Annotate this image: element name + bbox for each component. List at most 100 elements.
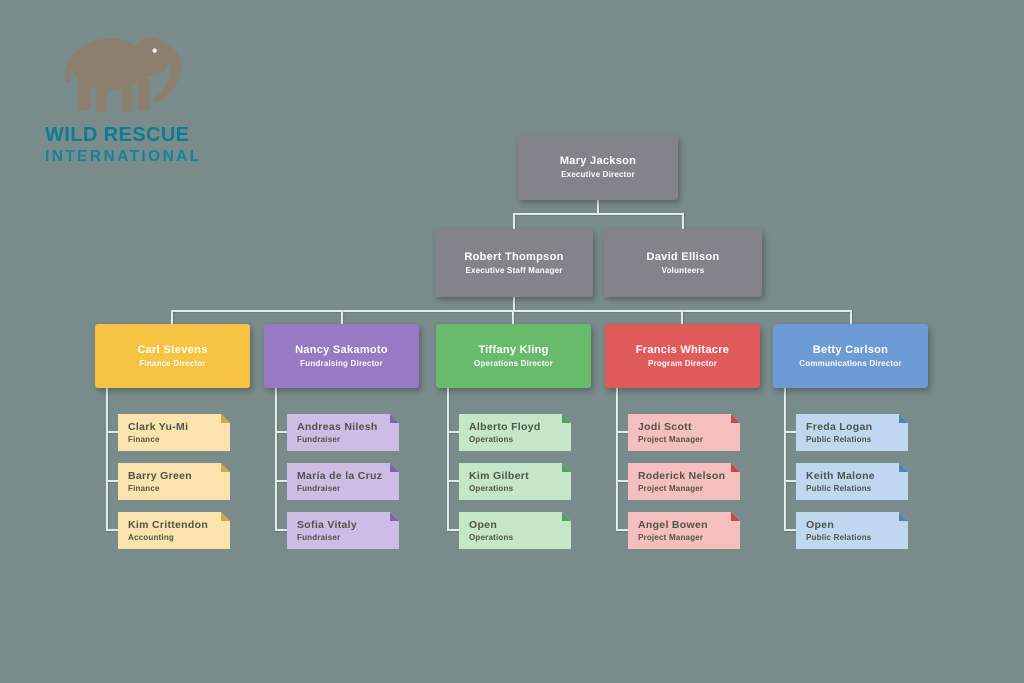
person-title: Public Relations [806, 483, 872, 493]
person-title: Executive Staff Manager [465, 265, 563, 275]
connector-line [275, 529, 288, 531]
department-group-operations: Tiffany Kling Operations Director Albert… [436, 324, 591, 556]
org-node-member[interactable]: Alberto Floyd Operations [459, 414, 571, 451]
org-node-director[interactable]: Carl Stevens Finance Director [95, 324, 250, 388]
person-name: Francis Whitacre [635, 343, 730, 356]
person-title: Finance [128, 434, 160, 444]
connector-line [275, 431, 288, 433]
person-title: Fundraiser [297, 532, 341, 542]
connector-line [682, 213, 684, 229]
org-node-director[interactable]: Tiffany Kling Operations Director [436, 324, 591, 388]
connector-line [850, 310, 852, 324]
person-name: Roderick Nelson [638, 469, 726, 482]
connector-line [681, 310, 683, 324]
connector-line [784, 388, 786, 531]
org-node-member[interactable]: Barry Green Finance [118, 463, 230, 500]
org-node-member[interactable]: Andreas Nilesh Fundraiser [287, 414, 399, 451]
org-node-member[interactable]: Kim Crittendon Accounting [118, 512, 230, 549]
person-name: Alberto Floyd [469, 420, 541, 433]
person-title: Public Relations [806, 434, 872, 444]
connector-line [106, 388, 108, 531]
person-name: Open [806, 518, 835, 531]
connector-line [447, 388, 449, 531]
org-node-member[interactable]: Clark Yu-Mi Finance [118, 414, 230, 451]
org-node-member[interactable]: Open Operations [459, 512, 571, 549]
connector-line [341, 310, 343, 324]
person-title: Operations [469, 532, 514, 542]
person-name: Andreas Nilesh [297, 420, 378, 433]
person-name: Nancy Sakamoto [295, 343, 388, 356]
connector-line [275, 480, 288, 482]
person-name: David Ellison [646, 250, 720, 263]
person-name: Tiffany Kling [478, 343, 549, 356]
org-node-member[interactable]: Roderick Nelson Project Manager [628, 463, 740, 500]
person-name: Open [469, 518, 498, 531]
department-group-communications: Betty Carlson Communications Director Fr… [773, 324, 928, 556]
connector-line [597, 200, 599, 214]
connector-line [616, 480, 629, 482]
org-node-member[interactable]: Open Public Relations [796, 512, 908, 549]
connector-line [447, 480, 460, 482]
person-title: Volunteers [661, 265, 705, 275]
connector-line [447, 529, 460, 531]
department-group-program: Francis Whitacre Program Director Jodi S… [605, 324, 760, 556]
person-name: Clark Yu-Mi [128, 420, 189, 433]
person-title: Fundraiser [297, 434, 341, 444]
connector-line [106, 431, 119, 433]
org-node-member[interactable]: Jodi Scott Project Manager [628, 414, 740, 451]
connector-line [513, 297, 515, 311]
person-title: Public Relations [806, 532, 872, 542]
connector-line [616, 529, 629, 531]
connector-line [447, 431, 460, 433]
org-node-director[interactable]: Nancy Sakamoto Fundraising Director [264, 324, 419, 388]
logo-title: WILD RESCUE [45, 124, 190, 146]
person-name: María de la Cruz [297, 469, 383, 482]
connector-line [513, 213, 684, 215]
connector-line [616, 388, 618, 531]
org-node-volunteers[interactable]: David Ellison Volunteers [604, 229, 762, 297]
org-node-director[interactable]: Francis Whitacre Program Director [605, 324, 760, 388]
connector-line [512, 310, 514, 324]
person-name: Carl Stevens [137, 343, 208, 356]
person-title: Operations Director [474, 358, 553, 368]
connector-line [171, 310, 173, 324]
person-title: Finance Director [139, 358, 206, 368]
org-node-member[interactable]: Freda Logan Public Relations [796, 414, 908, 451]
person-name: Keith Malone [806, 469, 875, 482]
connector-line [171, 310, 852, 312]
org-node-member[interactable]: Sofia Vitaly Fundraiser [287, 512, 399, 549]
org-node-staff-manager[interactable]: Robert Thompson Executive Staff Manager [435, 229, 593, 297]
person-title: Project Manager [638, 532, 704, 542]
person-name: Freda Logan [806, 420, 873, 433]
org-node-executive-director[interactable]: Mary Jackson Executive Director [518, 135, 678, 200]
person-name: Jodi Scott [638, 420, 692, 433]
person-name: Kim Crittendon [128, 518, 209, 531]
connector-line [513, 213, 515, 229]
elephant-icon [65, 37, 182, 113]
org-node-director[interactable]: Betty Carlson Communications Director [773, 324, 928, 388]
person-title: Fundraising Director [300, 358, 383, 368]
person-title: Executive Director [561, 170, 635, 180]
person-title: Finance [128, 483, 160, 493]
person-name: Angel Bowen [638, 518, 708, 531]
org-node-member[interactable]: Angel Bowen Project Manager [628, 512, 740, 549]
connector-line [784, 480, 797, 482]
person-name: Mary Jackson [559, 155, 637, 168]
elephant-eye [152, 48, 157, 53]
elephant-tail [65, 53, 78, 84]
person-name: Betty Carlson [812, 343, 889, 356]
company-logo: WILD RESCUE INTERNATIONAL [45, 20, 205, 166]
person-title: Project Manager [638, 483, 704, 493]
department-group-finance: Carl Stevens Finance Director Clark Yu-M… [95, 324, 250, 556]
org-node-member[interactable]: Kim Gilbert Operations [459, 463, 571, 500]
connector-line [275, 388, 277, 531]
department-group-fundraising: Nancy Sakamoto Fundraising Director Andr… [264, 324, 419, 556]
person-title: Operations [469, 483, 514, 493]
person-title: Accounting [128, 532, 174, 542]
person-name: Barry Green [128, 469, 192, 482]
org-node-member[interactable]: Keith Malone Public Relations [796, 463, 908, 500]
org-node-member[interactable]: María de la Cruz Fundraiser [287, 463, 399, 500]
logo-subtitle: INTERNATIONAL [45, 148, 202, 165]
connector-line [616, 431, 629, 433]
